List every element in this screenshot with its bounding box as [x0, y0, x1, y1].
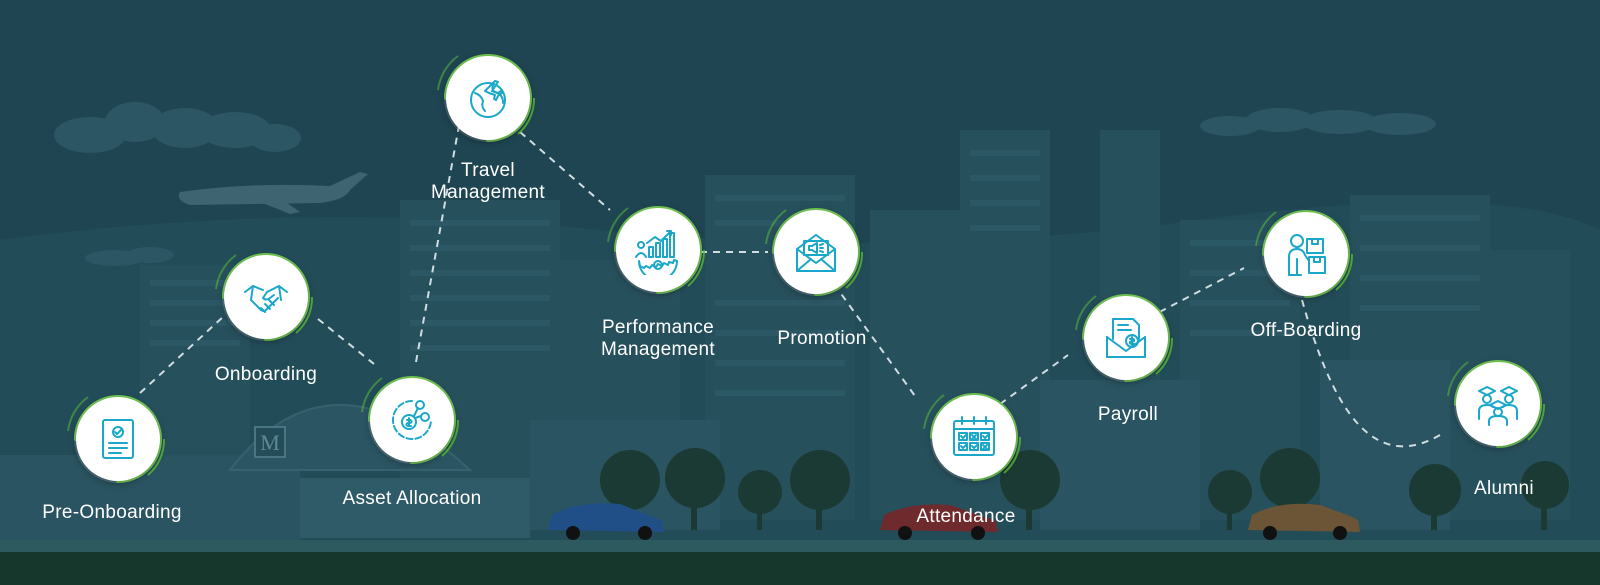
airplane: [178, 172, 368, 214]
step-label-travel-management: Travel Management: [431, 160, 545, 204]
step-label-line: Performance: [601, 317, 715, 338]
connector-lines: [139, 119, 1446, 448]
car-blue: [548, 503, 664, 540]
handshake-icon: [244, 285, 288, 313]
car-brown: [1248, 503, 1360, 540]
step-label-alumni: Alumni: [1474, 478, 1534, 499]
step-label-promotion: Promotion: [777, 328, 867, 349]
payslip-envelope-icon: [1106, 318, 1146, 358]
asset-allocation-icon: [392, 400, 432, 440]
step-label-performance-management: Performance Management: [601, 317, 715, 361]
step-label-payroll: Payroll: [1097, 404, 1159, 425]
cloud-right: [1200, 108, 1436, 136]
performance-chart-gear-icon: [635, 230, 678, 275]
megaphone-envelope-icon: [796, 234, 836, 272]
step-label-asset-allocation: Asset Allocation: [342, 488, 482, 509]
step-label-line: Management: [601, 339, 715, 360]
step-label-line: Travel: [461, 160, 515, 181]
calendar-icon: [953, 416, 995, 456]
cloud-left: [54, 102, 301, 153]
step-label-attendance: Attendance: [916, 506, 1016, 527]
graduates-icon: [1478, 386, 1518, 426]
step-label-pre-onboarding: Pre-Onboarding: [42, 502, 182, 523]
cloud-small: [85, 247, 174, 266]
person-with-box-icon: [1288, 234, 1326, 276]
car-red: [880, 504, 998, 540]
svg-text:M: M: [260, 430, 280, 455]
document-check-icon: [102, 419, 134, 459]
step-label-onboarding: Onboarding: [214, 364, 318, 385]
step-label-line: Management: [431, 182, 545, 203]
globe-airplane-icon: [470, 80, 506, 118]
step-label-off-boarding: Off-Boarding: [1250, 320, 1362, 341]
